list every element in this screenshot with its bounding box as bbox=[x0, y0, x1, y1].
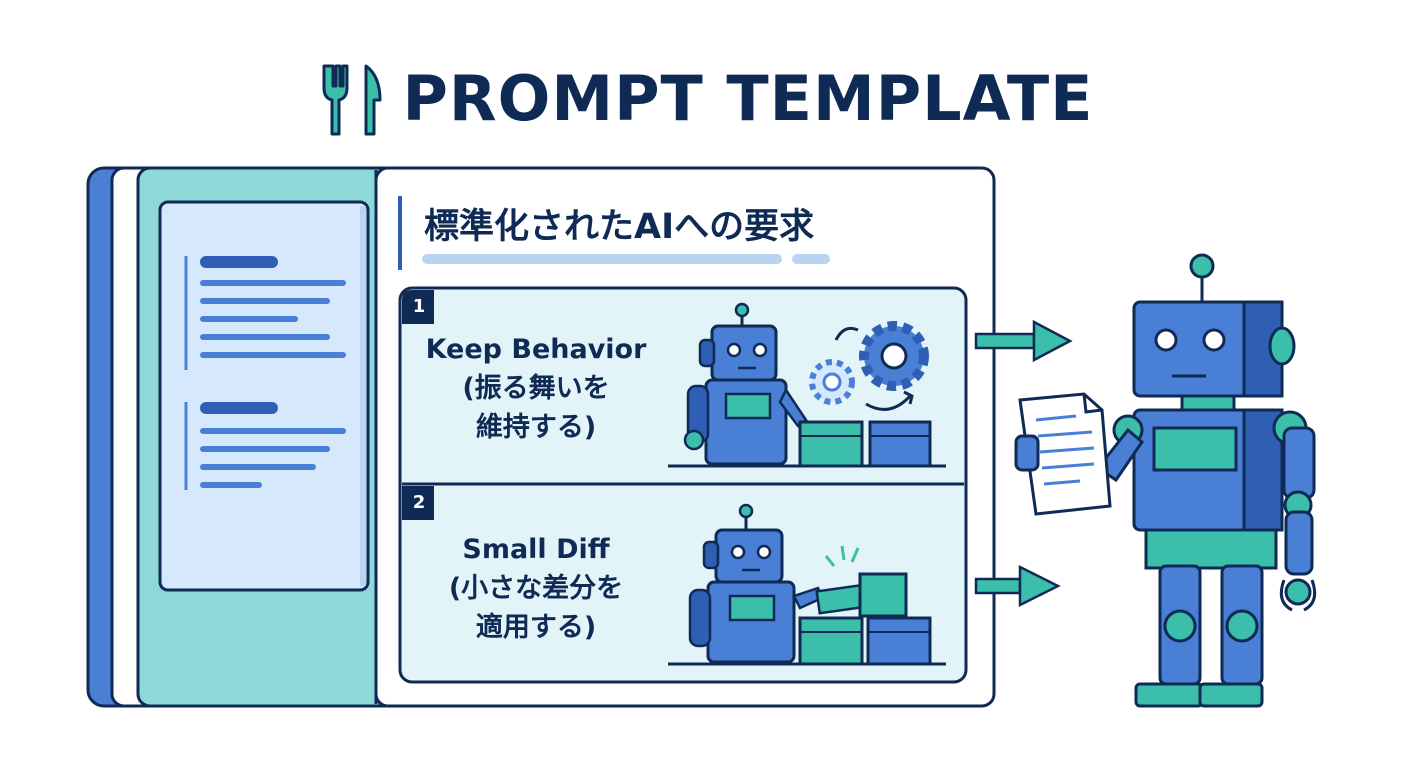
robot-icon bbox=[1014, 253, 1317, 708]
robot-applying-box-icon bbox=[688, 503, 932, 666]
step-title: Keep Behavior bbox=[425, 334, 647, 365]
robot-gears-boxes-icon bbox=[683, 302, 932, 468]
panel-heading: 標準化されたAIへの要求 bbox=[424, 207, 815, 247]
arrow-right-icon bbox=[974, 564, 1061, 608]
step-subtitle: 適用する) bbox=[475, 612, 597, 643]
title-row: PROMPT TEMPLATE bbox=[0, 58, 1408, 138]
fork-knife-icon bbox=[322, 64, 382, 136]
step-subtitle: (振る舞いを bbox=[462, 373, 610, 404]
page-title: PROMPT TEMPLATE bbox=[402, 61, 1094, 135]
step-1-label: Keep Behavior (振る舞いを 維持する) bbox=[406, 330, 666, 447]
step-subtitle: 維持する) bbox=[475, 412, 597, 443]
arrow-right-icon bbox=[974, 319, 1073, 363]
step-subtitle: (小さな差分を bbox=[448, 573, 624, 604]
step-2-label: Small Diff (小さな差分を 適用する) bbox=[406, 530, 666, 647]
step-title: Small Diff bbox=[462, 534, 610, 565]
step-number: 2 bbox=[412, 492, 426, 513]
step-number: 1 bbox=[412, 296, 426, 317]
